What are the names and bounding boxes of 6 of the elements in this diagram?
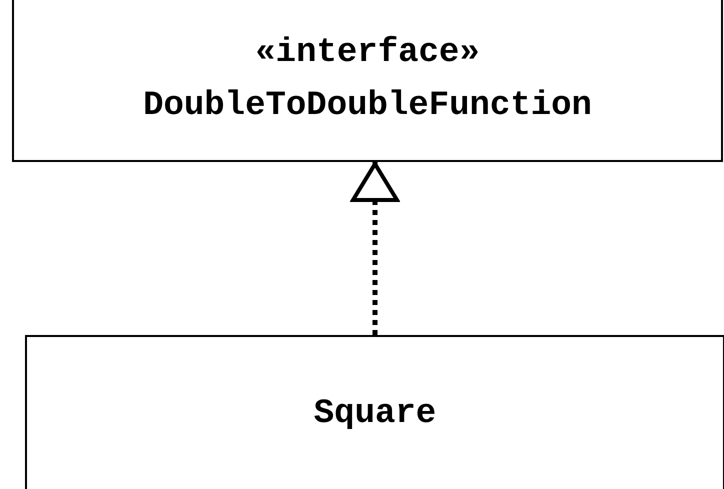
- class-name: DoubleToDoubleFunction: [143, 87, 592, 126]
- class-name: Square: [314, 395, 436, 435]
- stereotype-label: «interface»: [255, 34, 480, 73]
- class-box: [25, 335, 724, 489]
- realization-arrow: [351, 162, 399, 335]
- class-box: [12, 0, 723, 162]
